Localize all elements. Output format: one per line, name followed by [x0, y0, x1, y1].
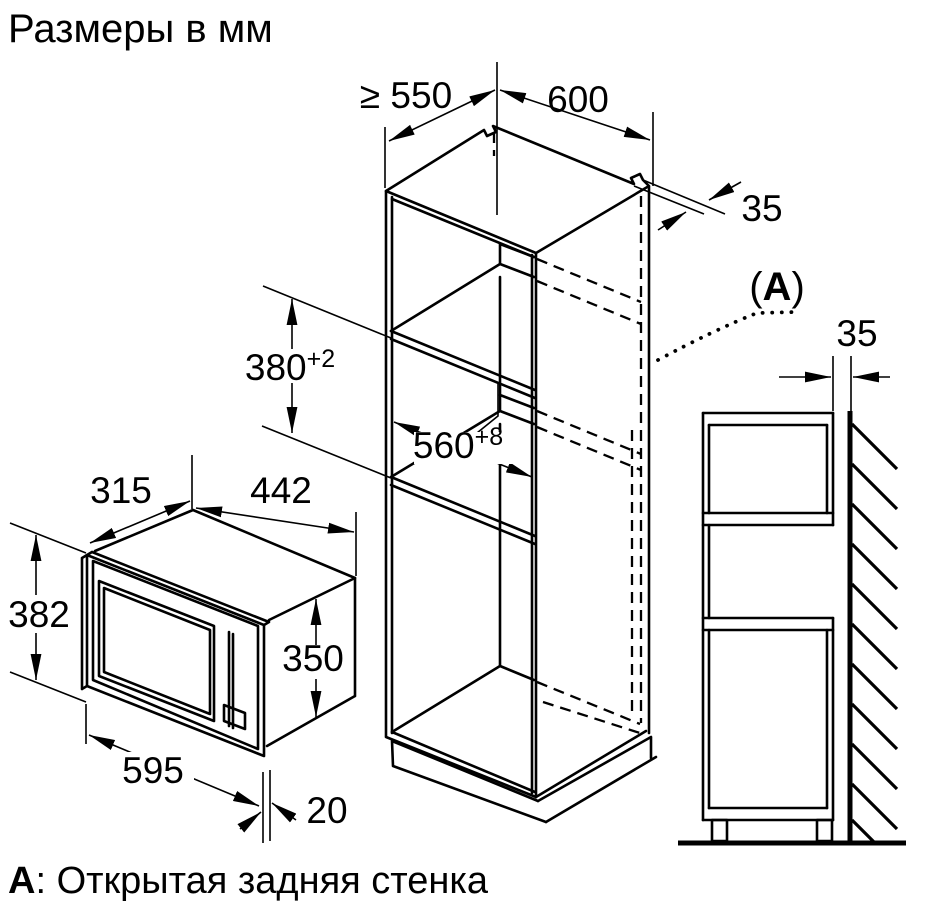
side-shelf-upper [701, 511, 835, 527]
microwave-front-frame [85, 553, 266, 758]
side-top-panel [701, 411, 835, 427]
dimension-front-height: 382 [4, 522, 87, 703]
dimension-body-width: 442 [195, 470, 357, 576]
wall-hatching [847, 411, 899, 845]
side-foot-front [710, 818, 729, 843]
side-shelf-lower [701, 616, 835, 632]
cabinet-side-view [678, 411, 906, 846]
microwave-body-right-side [265, 576, 357, 748]
niche-depth-label: ≥ 550 [360, 75, 452, 116]
body-height-label: 350 [282, 638, 344, 679]
dimension-front-width: 595 [85, 704, 260, 807]
microwave-window-outer [97, 579, 216, 723]
side-foot-back [815, 818, 834, 843]
cabinet-isometric [384, 124, 658, 824]
microwave-display [222, 703, 247, 731]
dotted-leader [656, 310, 799, 362]
cabinet-hidden-shelf-edges [536, 257, 644, 736]
microwave-window-glass [102, 586, 212, 716]
annotation-a-label: (А) [749, 265, 805, 309]
cabinet-plinth [390, 735, 658, 824]
dimension-frame-overhang: 20 [237, 770, 348, 843]
dimension-appliance-depth: 315 [89, 455, 193, 544]
dimension-rear-gap: 35 [779, 313, 890, 411]
microwave-frame-top-edge [85, 550, 271, 627]
cabinet-interior-lines [389, 242, 537, 794]
dimension-wall-thickness: 35 [633, 179, 783, 231]
cabinet-top-face [384, 124, 651, 255]
side-bottom-panel [701, 806, 835, 822]
front-height-label: 382 [8, 594, 70, 635]
body-width-label: 442 [250, 470, 312, 511]
page-title: Размеры в мм [8, 7, 273, 51]
microwave-control-panel-divider [227, 630, 235, 730]
annotation-open-back: (А) [656, 265, 805, 362]
footnote: А: Открытая задняя стенка [8, 860, 489, 902]
dimension-cabinet-width: 600 [499, 79, 654, 186]
dimension-niche-height: 380+2 [243, 285, 392, 479]
cabinet-bottom-right-edge [534, 729, 648, 799]
rear-gap-label: 35 [836, 313, 877, 354]
wall-thickness-label: 35 [741, 188, 782, 229]
microwave-isometric [80, 508, 357, 758]
frame-overhang-label: 20 [306, 790, 347, 831]
dimension-niche-width: 560+8 [393, 383, 533, 478]
microwave-frame-left-edge [80, 553, 89, 691]
dimension-body-height: 350 [282, 599, 344, 717]
front-width-label: 595 [122, 750, 184, 791]
niche-width-label: 560+8 [413, 423, 503, 466]
cabinet-bottom-front-edge [384, 735, 538, 799]
niche-height-label: 380+2 [245, 345, 335, 388]
cabinet-width-label: 600 [547, 79, 609, 120]
dimension-niche-depth: ≥ 550 [360, 62, 498, 215]
appliance-depth-label: 315 [90, 470, 152, 511]
